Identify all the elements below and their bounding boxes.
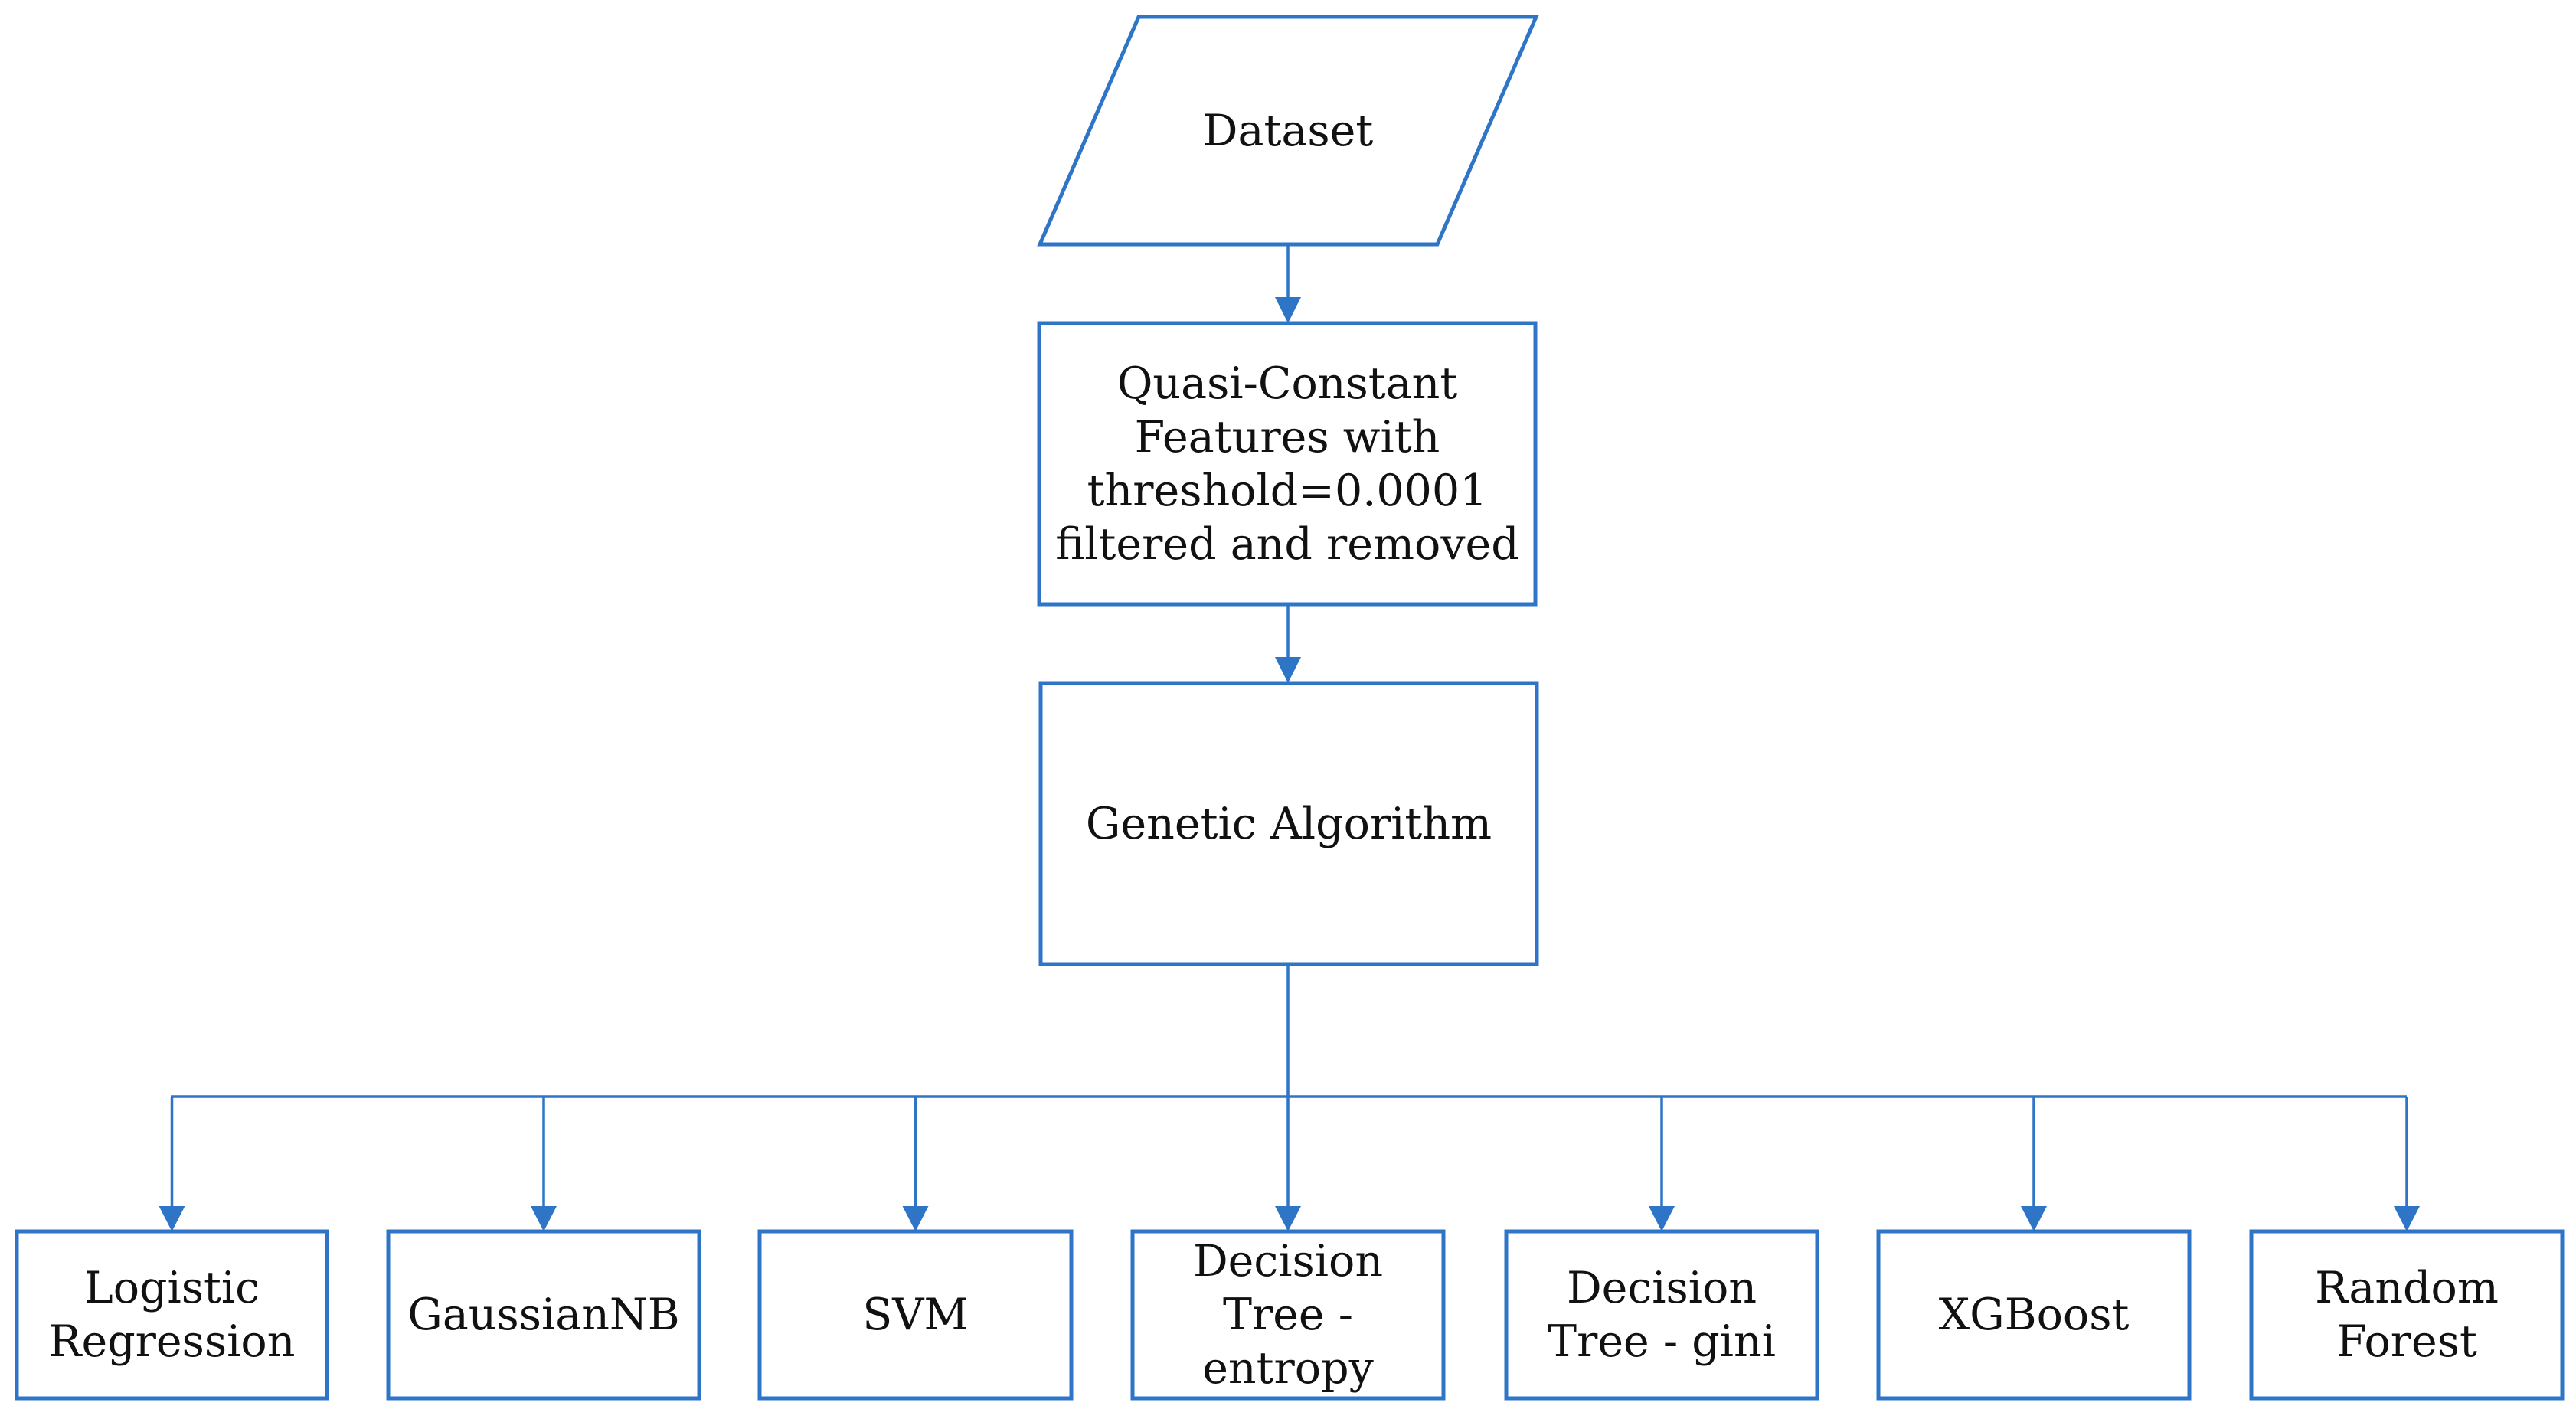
arrowhead-to-decision-tree-entropy: [1275, 1206, 1301, 1231]
arrowhead-to-xgboost: [2021, 1206, 2047, 1231]
dataset-label: Dataset: [1202, 105, 1374, 156]
arrowhead-to-svm: [902, 1206, 929, 1231]
decision-tree-entropy-label: Decision Tree - entropy: [1192, 1236, 1384, 1394]
random-forest-label: Random Forest: [2315, 1263, 2499, 1367]
xgboost-label: XGBoost: [1938, 1290, 2130, 1340]
quasi-constant-label: Quasi-Constant Features with threshold=0…: [1055, 358, 1519, 570]
arrowhead-dataset-to-quasi: [1275, 297, 1301, 323]
decision-tree-gini-label: Decision Tree - gini: [1548, 1263, 1776, 1367]
decision-tree-entropy-node-shape: [1130, 1229, 1446, 1401]
arrowhead-quasi-to-genetic: [1275, 657, 1301, 683]
classifier-shapes-group: [15, 1097, 2565, 1401]
quasi-constant-node-shape: [1037, 321, 1538, 607]
arrowhead-to-decision-tree-gini: [1649, 1206, 1675, 1231]
random-forest-node-shape: [2249, 1229, 2565, 1401]
genetic-algorithm-node-shape: [1038, 681, 1539, 966]
arrowhead-to-random-forest: [2394, 1206, 2420, 1231]
gaussiannb-label: GaussianNB: [407, 1290, 680, 1340]
decision-tree-gini-node-shape: [1504, 1229, 1819, 1401]
arrowhead-to-logistic-regression: [159, 1206, 185, 1231]
logistic-regression-label: Logistic Regression: [48, 1263, 296, 1367]
genetic-algorithm-label: Genetic Algorithm: [1085, 798, 1492, 849]
gaussiannb-node-shape: [386, 1229, 701, 1401]
arrowhead-to-gaussiannb: [531, 1206, 557, 1231]
svm-node-shape: [757, 1229, 1074, 1401]
svm-label: SVM: [862, 1290, 969, 1340]
logistic-regression-node-shape: [15, 1229, 329, 1401]
dataset-node-shape: [1037, 15, 1539, 247]
xgboost-node-shape: [1876, 1229, 2192, 1401]
